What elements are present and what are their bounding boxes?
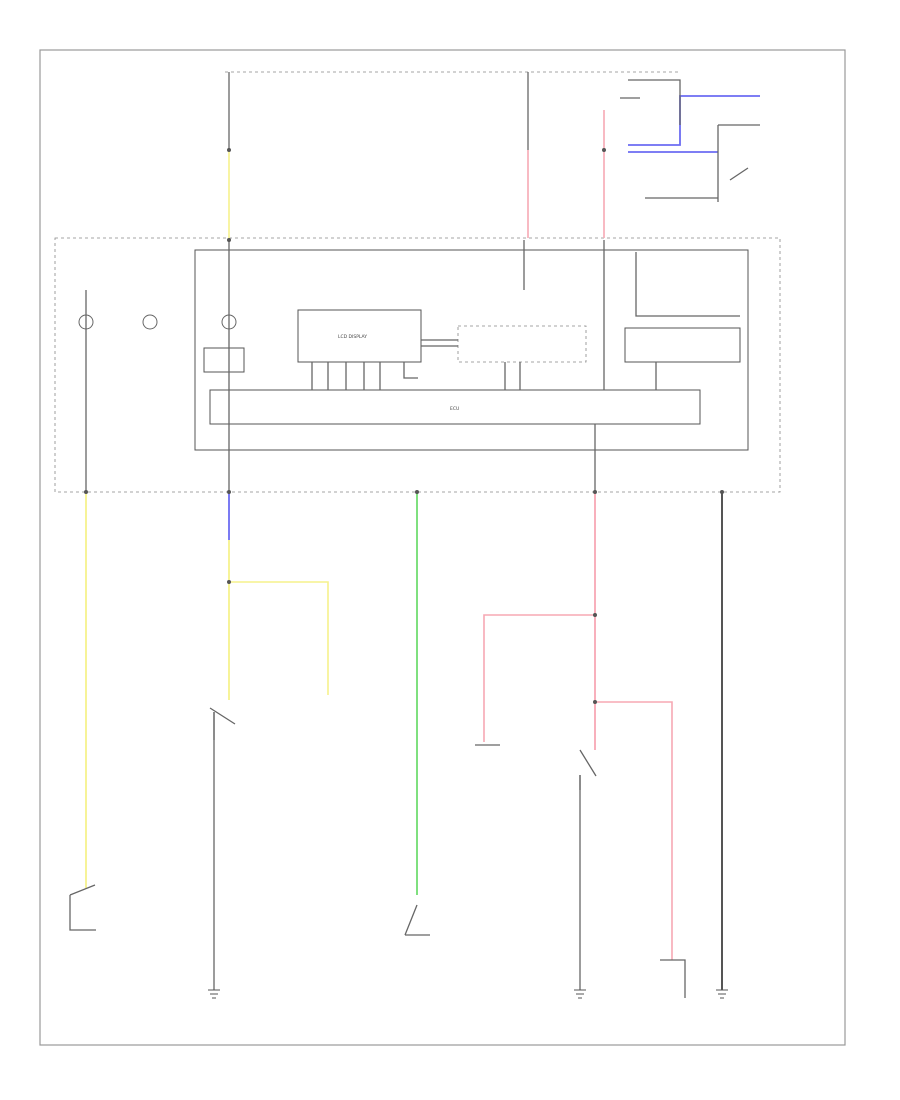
ground-symbol-2 xyxy=(574,989,586,999)
ic-module-box xyxy=(203,347,245,373)
switch-col2 xyxy=(209,707,236,740)
ground-symbol-1 xyxy=(208,989,220,999)
lcd-display-label: LCD DISPLAY xyxy=(338,334,367,340)
switch-col4 xyxy=(579,749,597,790)
switch-left xyxy=(69,884,96,931)
wire-red-branch-left xyxy=(483,614,595,742)
top-right-relay xyxy=(645,124,760,202)
ecu-bar xyxy=(209,389,701,425)
ground-symbol-3 xyxy=(716,989,728,999)
wire-red-branch-right xyxy=(595,701,673,960)
diagram-border xyxy=(39,49,846,1046)
cpu-display-block xyxy=(624,327,741,363)
junction-dots xyxy=(84,148,724,704)
sensor-right xyxy=(660,959,686,998)
wire-blue-1 xyxy=(628,95,760,146)
lcd-pins xyxy=(311,362,418,390)
lcd-display-block xyxy=(297,309,422,363)
alt-pins xyxy=(504,362,521,390)
dimmer-block xyxy=(635,252,740,317)
top-right-switch-box xyxy=(620,79,681,125)
indicator-bulb-2 xyxy=(142,314,158,330)
alt-cluster-block xyxy=(457,325,587,363)
switch-green xyxy=(404,904,430,936)
cluster-dashed-region xyxy=(54,237,781,493)
ecu-label: ECU xyxy=(450,406,459,412)
lcd-to-alt-link xyxy=(421,339,458,347)
wire-yellow-branch xyxy=(229,581,329,695)
